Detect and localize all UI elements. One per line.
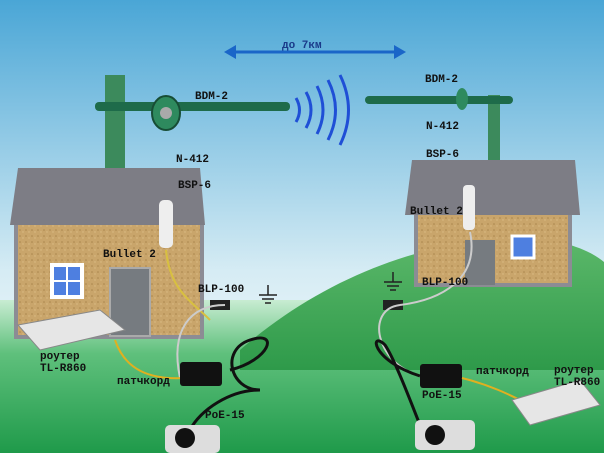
right-poe-label: PoE-15 xyxy=(422,390,462,402)
right-blp-label: BLP-100 xyxy=(422,277,469,289)
left-connector-label: N-412 xyxy=(176,154,210,166)
right-house xyxy=(405,95,580,287)
signal-waves-icon xyxy=(294,74,350,146)
left-patchcord-label: патчкорд xyxy=(117,376,170,388)
left-antenna-label: BDM-2 xyxy=(195,91,229,103)
right-router-label-1: роутер xyxy=(554,365,594,377)
right-router-label-2: TL-R860 xyxy=(554,377,601,389)
distance-label: до 7км xyxy=(282,40,322,52)
right-radio-label: Bullet 2 xyxy=(410,206,463,218)
left-cables xyxy=(17,200,269,453)
right-bsp-label: BSP-6 xyxy=(426,149,460,161)
right-patchcord-label: патчкорд xyxy=(476,366,529,378)
distance-arrow xyxy=(224,45,406,59)
right-antenna-label: BDM-2 xyxy=(425,74,459,86)
right-antenna xyxy=(365,88,601,450)
left-router-label-1: роутер xyxy=(40,351,80,363)
left-bsp-label: BSP-6 xyxy=(178,180,212,192)
left-antenna xyxy=(95,95,290,131)
left-router-label-2: TL-R860 xyxy=(40,363,87,375)
left-poe-label: PoE-15 xyxy=(205,410,245,422)
left-radio-label: Bullet 2 xyxy=(103,249,156,261)
left-blp-label: BLP-100 xyxy=(198,284,245,296)
right-connector-label: N-412 xyxy=(426,121,460,133)
ground-symbol-icon xyxy=(259,272,402,304)
